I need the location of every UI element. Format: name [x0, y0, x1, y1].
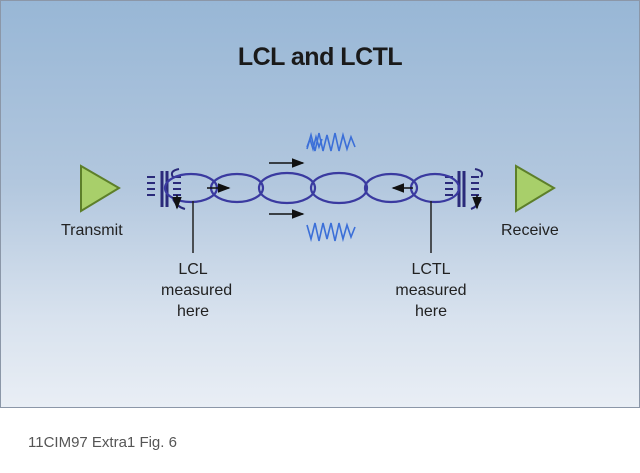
signal-arrows: [172, 158, 482, 219]
lcl-label-line: here: [176, 303, 210, 320]
diagram-title: LCL and LCTL: [237, 43, 403, 71]
lctl-label-line: LCTL: [411, 261, 451, 278]
lcl-lctl-diagram: [80, 131, 556, 253]
receive-amplifier-icon: [515, 164, 556, 213]
lcl-label-line: measured: [161, 282, 233, 299]
figure-panel: LCL and LCTL: [0, 0, 640, 408]
figure-caption: 11CIM97 Extra1 Fig. 6: [28, 434, 177, 451]
lctl-label: LCTL measured here: [393, 259, 469, 322]
measurement-leaders: [192, 201, 432, 253]
receive-label: Receive: [501, 222, 559, 239]
transmit-label: Transmit: [61, 222, 123, 239]
transmit-amplifier-icon: [80, 164, 121, 213]
lcl-label: LCL measured here: [161, 259, 233, 322]
noise-icon: [306, 131, 356, 153]
lctl-label-line: measured: [395, 282, 467, 299]
lctl-label-line: here: [414, 303, 448, 320]
lcl-label-line: LCL: [178, 261, 208, 278]
noise-icon: [306, 222, 356, 243]
